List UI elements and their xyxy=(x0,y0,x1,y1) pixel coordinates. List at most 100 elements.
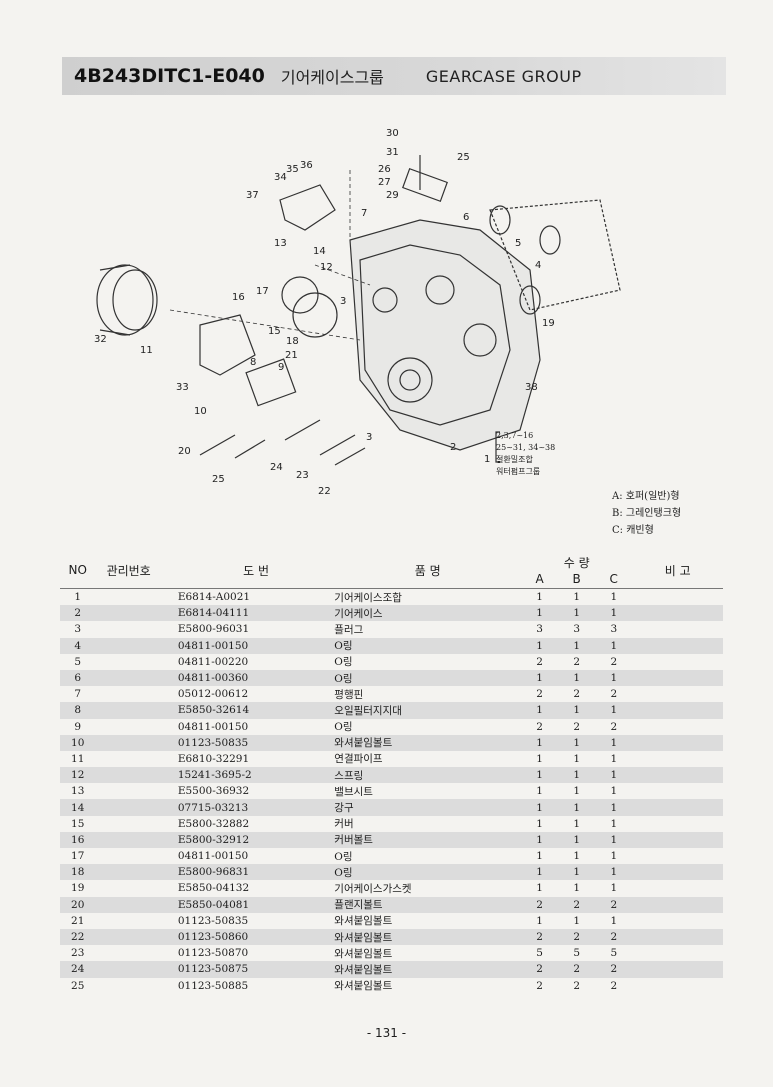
cell-management-no xyxy=(95,945,161,961)
cell-no: 15 xyxy=(71,817,85,830)
cell-qty-b: 1 xyxy=(558,799,596,816)
callout-30: 30 xyxy=(386,128,399,139)
header-management-no: 관리번호 xyxy=(95,552,162,589)
cell-part-no: 04811-00150 xyxy=(177,720,249,733)
callout-17: 17 xyxy=(256,286,269,297)
cell-qty-b: 2 xyxy=(558,961,596,978)
cell-management-no xyxy=(95,864,162,881)
callout-32: 32 xyxy=(94,334,107,345)
header-qty-b: B xyxy=(572,572,581,586)
cell-qty-b: 1 xyxy=(558,669,596,687)
cell-remarks xyxy=(632,702,723,719)
cell-part-name: O링 xyxy=(334,637,522,654)
cell-part-no: E5800-32912 xyxy=(161,831,335,848)
callout-22: 22 xyxy=(318,486,331,497)
cell-qty-a: 1 xyxy=(536,591,543,604)
cell-management-no xyxy=(95,978,161,994)
cell-part-name: 커버 xyxy=(334,818,354,831)
cell-part-name: 기어케이스가스켓 xyxy=(334,882,412,895)
cell-qty-a: 2 xyxy=(521,896,559,913)
cell-remarks xyxy=(632,816,723,832)
cell-qty-a: 3 xyxy=(536,623,543,636)
callout-14: 14 xyxy=(313,246,326,257)
cell-management-no xyxy=(95,734,162,751)
callout-3-bottom: 3 xyxy=(366,432,373,443)
section-header: 4B243DITC1-E040 기어케이스그룹 GEARCASE GROUP xyxy=(62,57,726,95)
callout-25-bottom: 25 xyxy=(212,474,225,485)
cell-qty-a: 1 xyxy=(521,637,559,654)
legend-item-a: A: 호퍼(일반)형 xyxy=(612,491,680,502)
cell-qty-c: 2 xyxy=(595,961,633,978)
cell-qty-c: 2 xyxy=(610,688,618,701)
callout-26: 26 xyxy=(378,164,391,175)
cell-part-no: E5800-32882 xyxy=(177,817,250,830)
cell-part-no: E5800-96831 xyxy=(161,864,335,881)
header-qty-a: A xyxy=(535,572,544,586)
cell-remarks xyxy=(632,686,723,702)
cell-qty-a: 2 xyxy=(521,928,559,946)
callout-15: 15 xyxy=(268,326,281,337)
cell-part-name: 와셔붙임볼트 xyxy=(334,947,393,960)
cell-management-no xyxy=(95,654,161,670)
cell-remarks xyxy=(632,589,723,606)
cell-remarks xyxy=(632,621,723,637)
cell-part-no: 04811-00150 xyxy=(177,850,249,863)
cell-part-name: O링 xyxy=(334,864,522,881)
cell-no: 11 xyxy=(71,752,85,765)
cell-qty-b: 2 xyxy=(558,928,596,946)
cell-part-name: 와셔붙임볼트 xyxy=(334,980,393,993)
cell-part-no: 15241-3695-2 xyxy=(161,767,335,784)
cell-no: 22 xyxy=(60,928,96,946)
cell-qty-b: 5 xyxy=(573,947,581,960)
callout-33: 33 xyxy=(176,382,189,393)
note-line: 2,3,7~16 xyxy=(496,431,534,440)
cell-part-no: E5850-04081 xyxy=(161,896,335,913)
cell-part-name: 기어케이스조합 xyxy=(334,591,402,604)
cell-part-name: 평행핀 xyxy=(334,688,364,701)
cell-qty-c: 1 xyxy=(595,734,633,751)
cell-no: 16 xyxy=(60,831,96,848)
cell-management-no xyxy=(95,767,162,784)
cell-no: 18 xyxy=(60,864,96,881)
cell-remarks xyxy=(632,848,723,864)
cell-part-name: 강구 xyxy=(334,799,522,816)
callout-3-top: 3 xyxy=(340,296,347,307)
cell-qty-a: 1 xyxy=(521,605,559,622)
callout-16: 16 xyxy=(232,292,245,303)
cell-qty-a: 2 xyxy=(536,720,543,733)
cell-part-name: O링 xyxy=(334,721,353,734)
legend-item-c: C: 캐빈형 xyxy=(612,525,654,536)
cell-management-no xyxy=(95,848,161,864)
cell-qty-a: 1 xyxy=(521,799,559,816)
cell-qty-b: 1 xyxy=(558,637,596,654)
cell-management-no xyxy=(95,913,161,929)
header-no: NO xyxy=(60,552,96,589)
callout-37: 37 xyxy=(246,190,259,201)
callout-6: 6 xyxy=(463,212,470,223)
cell-qty-c: 2 xyxy=(595,928,633,946)
cell-management-no xyxy=(95,637,162,654)
page-number: - 131 - xyxy=(366,1026,407,1040)
callout-18: 18 xyxy=(286,336,299,347)
note-line: 워터펌프그룹 xyxy=(496,467,541,476)
cell-no: 3 xyxy=(74,623,82,636)
cell-qty-c: 2 xyxy=(595,896,633,913)
cell-part-name: 와셔붙임볼트 xyxy=(334,961,522,978)
cell-qty-c: 1 xyxy=(595,669,633,687)
exploded-parts-diagram: 30 31 25 26 27 29 7 6 5 4 3 36 35 34 37 … xyxy=(60,110,730,550)
cell-remarks xyxy=(632,945,723,961)
callout-1: 1 xyxy=(484,454,491,465)
cell-remarks xyxy=(632,978,723,994)
cell-part-no: 04811-00150 xyxy=(161,637,335,654)
cell-part-no: E6810-32291 xyxy=(177,752,250,765)
callout-20: 20 xyxy=(178,446,191,457)
